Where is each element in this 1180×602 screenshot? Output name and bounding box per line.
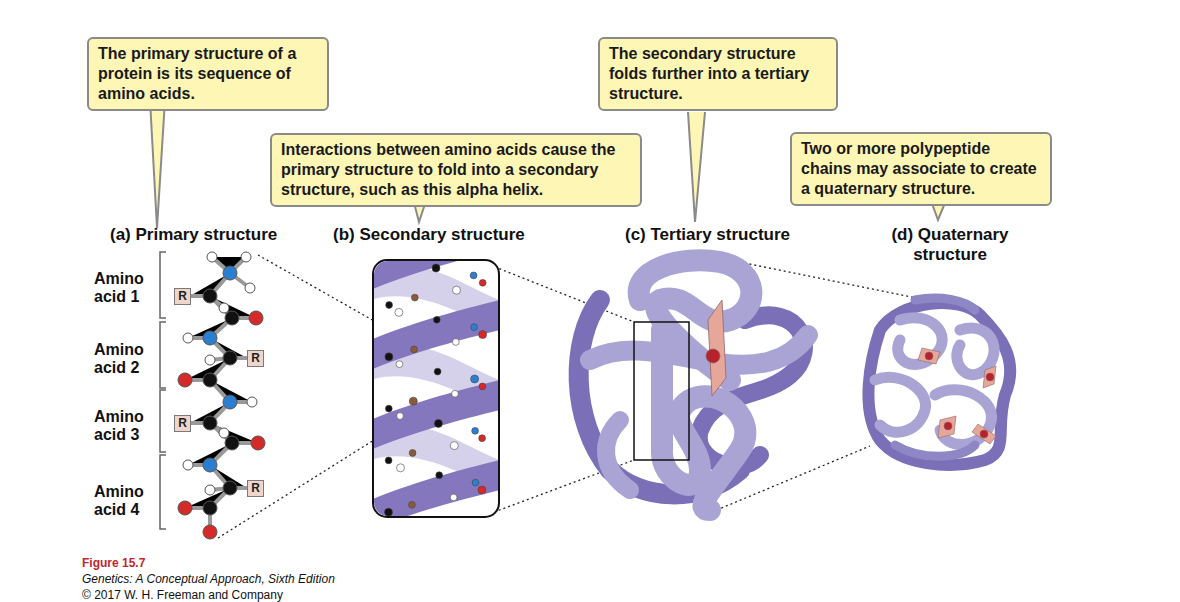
amino-acid-label: Amino acid 3 [94, 408, 156, 444]
helix-atom [432, 264, 440, 272]
panel-label: (c) Tertiary structure [625, 225, 790, 245]
r-label: R [248, 351, 263, 366]
helix-atom [386, 302, 393, 309]
zoom-box [634, 322, 689, 460]
helix-atom [396, 361, 403, 368]
helix-atom [436, 472, 443, 479]
r-label: R [248, 481, 263, 496]
helix-atom [395, 308, 403, 316]
copyright-line: © 2017 W. H. Freeman and Company [82, 588, 283, 602]
tertiary-structure [579, 260, 808, 510]
helix-atom [479, 279, 486, 286]
source-line: Genetics: A Conceptual Approach, Sixth E… [82, 572, 335, 586]
helix-atom [452, 339, 459, 346]
helix-atom [409, 397, 417, 405]
atoms [178, 252, 265, 539]
helix-atom [409, 450, 416, 457]
r-group-box: R [247, 350, 264, 367]
zoom-line [218, 255, 926, 538]
helix-atom [450, 442, 458, 450]
helix-atom [434, 419, 442, 427]
callout-text: Two or more polypeptide chains may assoc… [801, 139, 1041, 199]
callout-box: The secondary structure folds further in… [598, 37, 838, 111]
r-group-box: R [247, 480, 264, 497]
callout-text: The secondary structure folds further in… [609, 44, 827, 104]
callout-text: Interactions between amino acids cause t… [281, 140, 631, 200]
bracket [160, 252, 166, 529]
helix-atom [397, 464, 405, 472]
helix-atom [472, 479, 479, 486]
panel-label: (d) Quaternary structure [875, 225, 1025, 265]
quaternary-structure [868, 298, 1010, 465]
r-label: R [175, 416, 190, 431]
helix-atom [433, 316, 440, 323]
callout-text: The primary structure of a protein is it… [98, 44, 318, 104]
helix-atom [450, 494, 457, 501]
helix-atom [478, 486, 486, 494]
helix-atom [472, 427, 479, 434]
helix-atom [385, 457, 392, 464]
helix-atom [385, 508, 393, 516]
helix-atom [411, 346, 418, 353]
helix-atom [479, 331, 487, 339]
panel-label: (a) Primary structure [110, 225, 277, 245]
panel-label: (b) Secondary structure [333, 225, 525, 245]
helix-atom [409, 501, 416, 508]
callout-box: Two or more polypeptide chains may assoc… [790, 132, 1052, 206]
helix-atom [471, 324, 478, 331]
heme [706, 300, 726, 396]
alpha-helix [374, 261, 498, 516]
amino-acid-label: Amino acid 1 [94, 270, 156, 306]
r-group-box: R [174, 288, 191, 305]
callout-box: Interactions between amino acids cause t… [270, 133, 642, 207]
helix-atom [452, 390, 459, 397]
helix-atom [470, 272, 477, 279]
helix-atom [434, 368, 441, 375]
heme [918, 348, 996, 444]
helix-atom [453, 286, 461, 294]
helix-atom [411, 294, 418, 301]
amino-acid-label: Amino acid 4 [94, 483, 156, 519]
r-label: R [175, 289, 190, 304]
callout-box: The primary structure of a protein is it… [87, 37, 329, 111]
helix-atom [397, 413, 404, 420]
r-group-box: R [174, 415, 191, 432]
figure-caption: Figure 15.7 [82, 556, 145, 570]
helix-atom [385, 405, 392, 412]
helix-atom [479, 435, 486, 442]
helix-atom [479, 383, 486, 390]
amino-acid-label: Amino acid 2 [94, 341, 156, 377]
helix-atom [471, 375, 479, 383]
helix-atom [385, 353, 393, 361]
